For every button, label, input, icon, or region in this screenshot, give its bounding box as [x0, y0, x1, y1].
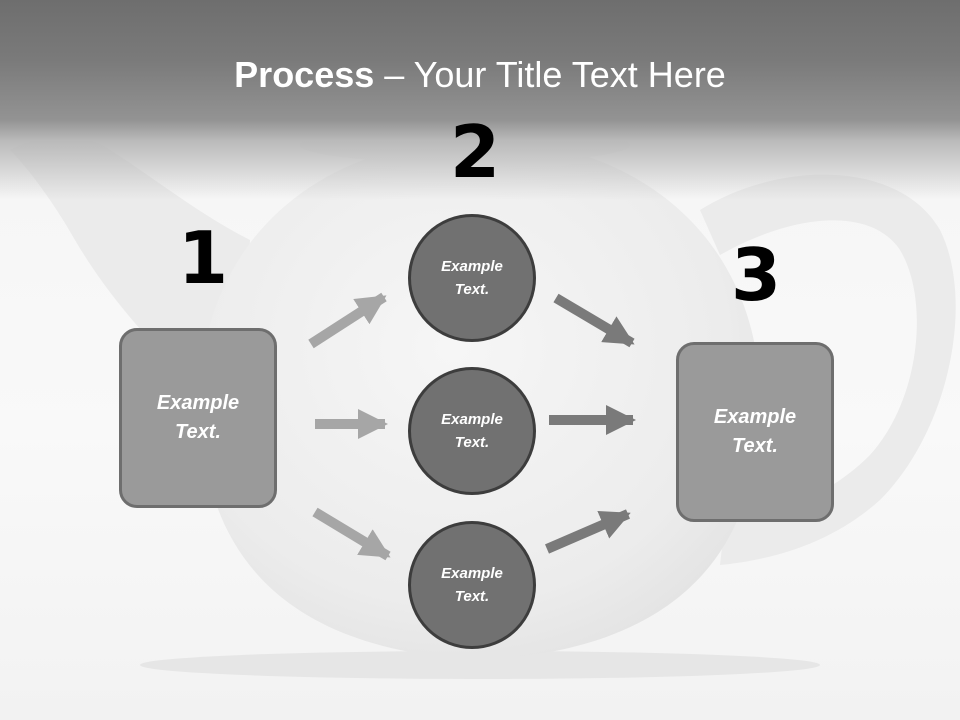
step-3-text: Example Text.	[713, 406, 797, 457]
slide-title: Process – Your Title Text Here	[0, 50, 960, 100]
step-number-2: 2	[450, 110, 501, 194]
circle-text: Example Text.	[441, 411, 503, 451]
arrow-1-to-bottom	[312, 507, 391, 561]
circle-text: Example Text.	[441, 565, 503, 605]
arrow-top-to-3	[553, 293, 635, 348]
step-number-1: 1	[178, 216, 229, 300]
title-bold: Process	[234, 54, 375, 95]
teapot-shadow	[140, 651, 820, 679]
step-1-box: Example Text.	[119, 328, 277, 508]
header-band	[0, 0, 960, 200]
step-2-circle-middle: Example Text.	[408, 367, 536, 495]
title-rest: – Your Title Text Here	[374, 54, 726, 95]
arrow-1-to-top	[308, 292, 387, 349]
step-2-circle-bottom: Example Text.	[408, 521, 536, 649]
circle-text: Example Text.	[441, 258, 503, 298]
step-3-box: Example Text.	[676, 342, 834, 522]
step-number-3: 3	[731, 233, 782, 317]
step-1-text: Example Text.	[156, 392, 240, 443]
step-2-circle-top: Example Text.	[408, 214, 536, 342]
teapot-handle	[700, 174, 956, 565]
arrow-bottom-to-3	[545, 509, 631, 554]
